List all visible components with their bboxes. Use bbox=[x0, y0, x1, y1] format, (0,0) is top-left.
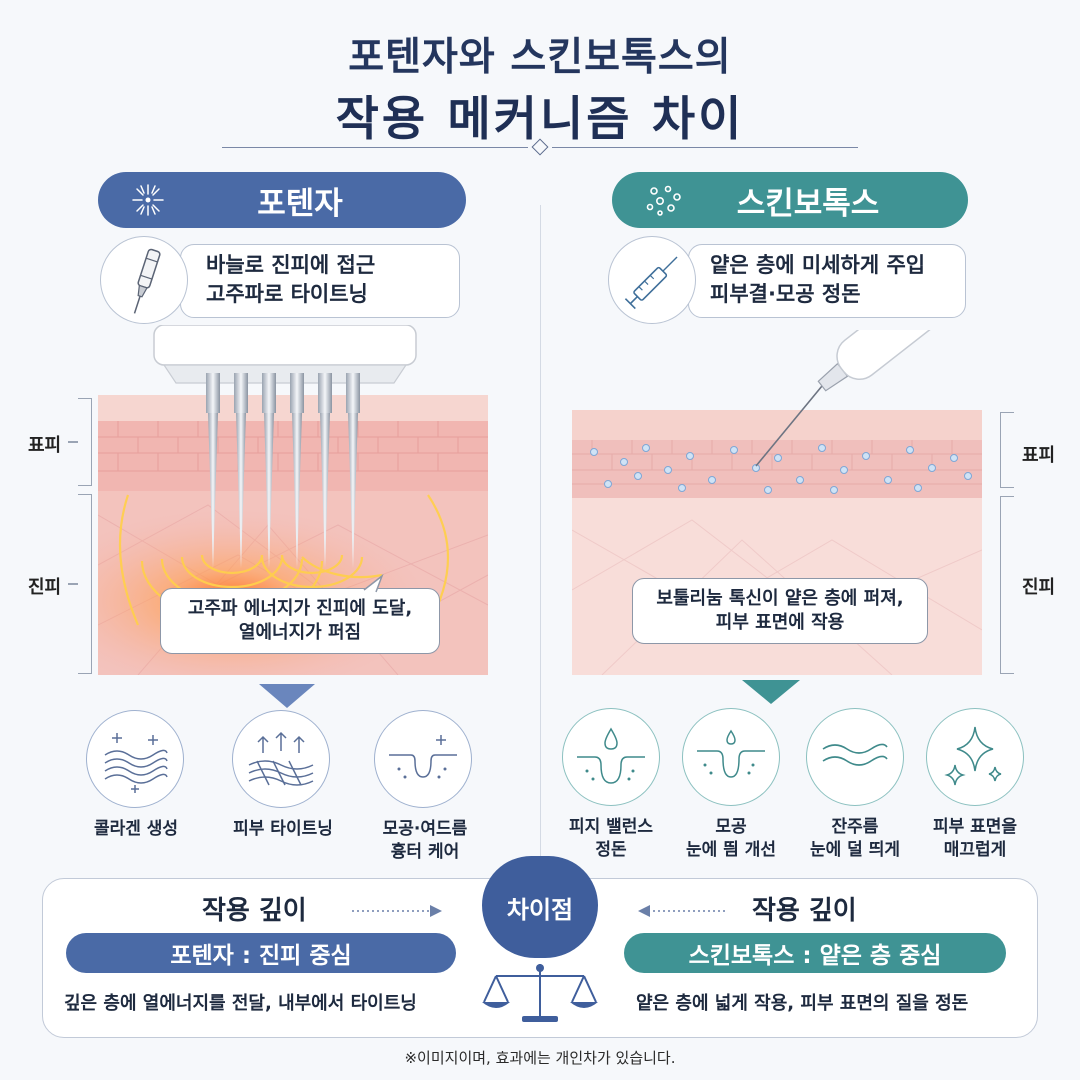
smooth-surface-circle bbox=[926, 708, 1024, 806]
potenza-info-line-2: 고주파로 타이트닝 bbox=[206, 282, 368, 306]
collagen-caption-line: 콜라겐 생성 bbox=[93, 819, 179, 839]
skinbotox-info-icon-circle bbox=[608, 236, 696, 324]
collagen-circle bbox=[86, 710, 184, 808]
potenza-title: 포텐자 bbox=[257, 185, 343, 222]
potenza-depth-band: 포텐자 : 진피 중심 bbox=[66, 933, 456, 973]
sebum-circle bbox=[562, 708, 660, 806]
starburst-icon bbox=[132, 184, 164, 216]
potenza-depth-band-label: 포텐자 : 진피 중심 bbox=[170, 943, 352, 969]
potenza-dermis-label: 진피 bbox=[28, 577, 62, 598]
fine-wrinkle-icon bbox=[822, 743, 888, 766]
skinbotox-title: 스킨보톡스 bbox=[736, 185, 880, 222]
potenza-info-line-1: 바늘로 진피에 접근 bbox=[206, 253, 376, 277]
pore-caption-line-2: 흉터 케어 bbox=[390, 842, 460, 862]
skinbotox-info-line-2: 피부결·모공 정돈 bbox=[710, 282, 861, 306]
potenza-down-arrow bbox=[259, 684, 315, 708]
skinbotox-depth-title: 작용 깊이 bbox=[752, 896, 857, 926]
potenza-callout-tail bbox=[363, 574, 384, 593]
potenza-depth-arrow bbox=[352, 905, 442, 917]
skinbotox-dermis-label: 진피 bbox=[1022, 577, 1056, 598]
pore-icon bbox=[389, 735, 457, 779]
tightening-arrows-icon bbox=[248, 731, 314, 786]
collagen-wave-icon bbox=[104, 733, 168, 793]
sparkle-icon bbox=[944, 726, 1002, 786]
balance-scale-icon bbox=[482, 964, 598, 1022]
potenza-callout-line-1: 고주파 에너지가 진피에 도달, bbox=[187, 598, 413, 619]
potenza-depth-description: 깊은 층에 열에너지를 전달, 내부에서 타이트닝 bbox=[64, 993, 417, 1014]
collagen-caption: 콜라겐 생성 bbox=[66, 818, 206, 841]
sebum-caption: 피지 밸런스 정돈 bbox=[550, 816, 672, 862]
difference-badge: 차이점 bbox=[482, 856, 598, 958]
potenza-dermis-bracket bbox=[78, 494, 92, 674]
skinbotox-depth-arrow bbox=[638, 905, 728, 917]
pore-caption: 모공·여드름 흉터 케어 bbox=[360, 818, 490, 864]
pore-drop-icon bbox=[697, 729, 765, 778]
skinbotox-depth-description: 얕은 층에 넓게 작용, 피부 표면의 질을 정돈 bbox=[636, 993, 969, 1014]
skinbotox-info-text: 얕은 층에 미세하게 주입 피부결·모공 정돈 bbox=[710, 251, 925, 309]
skinbotox-depth-band: 스킨보톡스 : 얕은 층 중심 bbox=[624, 933, 1006, 973]
potenza-epidermis-tick bbox=[68, 441, 78, 443]
difference-badge-label: 차이점 bbox=[506, 895, 574, 924]
sebum-drop-icon bbox=[577, 727, 645, 784]
pore-visibility-caption-line-2: 눈에 띔 개선 bbox=[685, 840, 777, 860]
skinbotox-callout: 보툴리눔 톡신이 얕은 층에 퍼져, 피부 표면에 작용 bbox=[632, 578, 928, 644]
pore-visibility-circle bbox=[682, 708, 780, 806]
skinbotox-header: 스킨보톡스 bbox=[612, 172, 968, 228]
fine-wrinkle-caption-line-2: 눈에 덜 띄게 bbox=[809, 840, 901, 860]
skinbotox-callout-line-2: 피부 표면에 작용 bbox=[715, 612, 845, 633]
potenza-header: 포텐자 bbox=[98, 172, 466, 228]
syringe-icon bbox=[624, 256, 678, 310]
pore-circle bbox=[374, 710, 472, 808]
skinbotox-epidermis-bracket bbox=[1000, 412, 1014, 488]
skinbotox-info-box bbox=[688, 244, 966, 318]
skinbotox-dermis-bracket bbox=[1000, 496, 1014, 674]
title-divider-right bbox=[552, 147, 858, 148]
potenza-epidermis-label: 표피 bbox=[28, 435, 62, 456]
smooth-surface-caption: 피부 표면을 매끄럽게 bbox=[916, 816, 1034, 862]
potenza-info-box bbox=[180, 244, 460, 318]
page-title-line1: 포텐자와 스킨보톡스의 bbox=[348, 35, 732, 80]
sebum-caption-line-2: 정돈 bbox=[595, 840, 627, 860]
title-divider-left bbox=[222, 147, 528, 148]
sebum-caption-line-1: 피지 밸런스 bbox=[568, 817, 654, 837]
tightening-caption-line: 피부 타이트닝 bbox=[233, 819, 333, 839]
skinbotox-down-arrow bbox=[742, 680, 800, 704]
potenza-callout: 고주파 에너지가 진피에 도달, 열에너지가 퍼짐 bbox=[160, 588, 440, 654]
skinbotox-epidermis-label: 표피 bbox=[1022, 445, 1056, 466]
disclaimer-footnote: ※이미지이며, 효과에는 개인차가 있습니다. bbox=[404, 1049, 676, 1067]
fine-wrinkle-caption: 잔주름 눈에 덜 띄게 bbox=[796, 816, 914, 862]
tightening-circle bbox=[232, 710, 330, 808]
page-title-line2: 작용 메커니즘 차이 bbox=[335, 92, 745, 147]
potenza-dermis-tick bbox=[68, 583, 78, 585]
smooth-surface-caption-line-2: 매끄럽게 bbox=[943, 840, 1007, 860]
fine-wrinkle-caption-line-1: 잔주름 bbox=[831, 817, 879, 837]
potenza-callout-line-2: 열에너지가 퍼짐 bbox=[238, 622, 362, 643]
skinbotox-depth-band-label: 스킨보톡스 : 얕은 층 중심 bbox=[688, 943, 942, 969]
column-divider bbox=[540, 205, 541, 865]
smooth-surface-caption-line-1: 피부 표면을 bbox=[932, 817, 1018, 837]
pore-caption-line-1: 모공·여드름 bbox=[382, 819, 468, 839]
potenza-depth-title: 작용 깊이 bbox=[202, 896, 307, 926]
potenza-epidermis-bracket bbox=[78, 398, 92, 486]
fine-wrinkle-circle bbox=[806, 708, 904, 806]
pore-visibility-caption-line-1: 모공 bbox=[715, 817, 747, 837]
skinbotox-callout-line-1: 보툴리눔 톡신이 얕은 층에 퍼져, bbox=[656, 588, 904, 609]
pore-visibility-caption: 모공 눈에 띔 개선 bbox=[672, 816, 790, 862]
potenza-info-icon-circle bbox=[100, 236, 188, 324]
potenza-info-text: 바늘로 진피에 접근 고주파로 타이트닝 bbox=[206, 251, 375, 309]
tightening-caption: 피부 타이트닝 bbox=[210, 818, 356, 841]
dots-icon bbox=[646, 185, 681, 216]
skinbotox-info-line-1: 얕은 층에 미세하게 주입 bbox=[710, 253, 926, 277]
needle-tip-icon bbox=[133, 248, 161, 314]
